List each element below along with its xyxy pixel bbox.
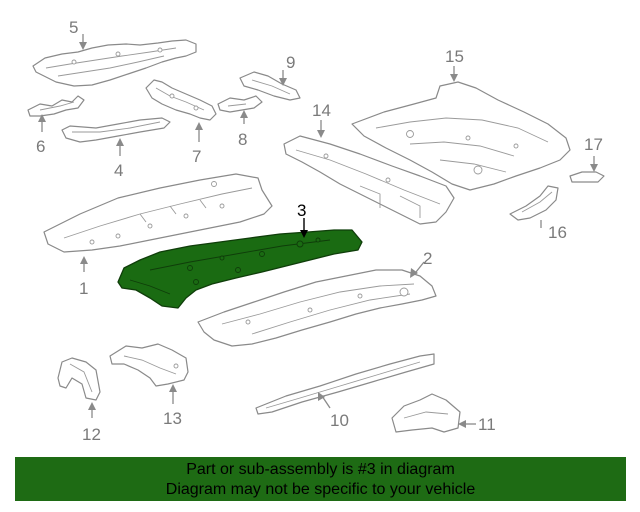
callout-17[interactable]: 17 <box>584 135 603 154</box>
callout-14[interactable]: 14 <box>312 101 331 120</box>
part-11[interactable] <box>391 393 461 433</box>
callout-13[interactable]: 13 <box>163 409 182 428</box>
callout-15[interactable]: 15 <box>445 47 464 66</box>
part-6[interactable] <box>27 95 85 117</box>
arrow-11 <box>458 420 466 428</box>
part-15[interactable] <box>351 81 571 191</box>
part-4[interactable] <box>61 117 171 143</box>
callout-11[interactable]: 11 <box>478 415 496 434</box>
callout-3[interactable]: 3 <box>297 201 306 220</box>
callout-12[interactable]: 12 <box>82 425 101 444</box>
callout-9[interactable]: 9 <box>286 53 295 72</box>
info-banner: Part or sub-assembly is #3 in diagram Di… <box>15 457 626 501</box>
callout-1[interactable]: 1 <box>79 279 88 298</box>
arrow-1 <box>80 256 88 264</box>
part-2[interactable] <box>197 269 437 347</box>
callout-4[interactable]: 4 <box>114 161 123 180</box>
leader-10 <box>321 395 331 409</box>
part-14[interactable] <box>283 135 455 225</box>
arrow-15 <box>450 74 458 82</box>
part-8[interactable] <box>217 95 263 113</box>
part-1[interactable] <box>43 173 273 253</box>
callout-10[interactable]: 10 <box>330 411 349 430</box>
callout-7[interactable]: 7 <box>192 147 201 166</box>
leader-2 <box>415 261 425 273</box>
part-3-highlighted[interactable] <box>117 229 363 309</box>
arrow-6 <box>38 114 46 122</box>
arrow-2 <box>410 268 418 278</box>
callout-16[interactable]: 16 <box>548 223 567 242</box>
banner-line-2: Diagram may not be specific to your vehi… <box>165 481 476 498</box>
part-9[interactable] <box>239 71 301 101</box>
arrow-17 <box>590 164 598 172</box>
part-7[interactable] <box>145 79 217 121</box>
arrow-7 <box>195 122 203 130</box>
arrow-13 <box>169 384 177 392</box>
arrow-10 <box>318 392 325 401</box>
parts-diagram: 5 6 4 7 8 9 <box>27 18 605 444</box>
part-12[interactable] <box>57 357 101 401</box>
part-16[interactable] <box>509 185 559 221</box>
arrow-8 <box>240 110 248 118</box>
arrow-12 <box>88 402 96 410</box>
callout-8[interactable]: 8 <box>238 130 247 149</box>
callout-5[interactable]: 5 <box>69 18 78 37</box>
arrow-9 <box>279 78 287 86</box>
part-13[interactable] <box>109 343 189 387</box>
part-17[interactable] <box>569 171 605 183</box>
callout-2[interactable]: 2 <box>423 249 432 268</box>
arrow-4 <box>116 138 124 146</box>
callout-6[interactable]: 6 <box>36 137 45 156</box>
arrow-14 <box>317 130 325 138</box>
part-5[interactable] <box>32 39 197 87</box>
part-10[interactable] <box>255 353 435 415</box>
arrow-3 <box>300 230 308 238</box>
arrow-5 <box>79 42 87 50</box>
banner-line-1: Part or sub-assembly is #3 in diagram <box>186 461 455 478</box>
